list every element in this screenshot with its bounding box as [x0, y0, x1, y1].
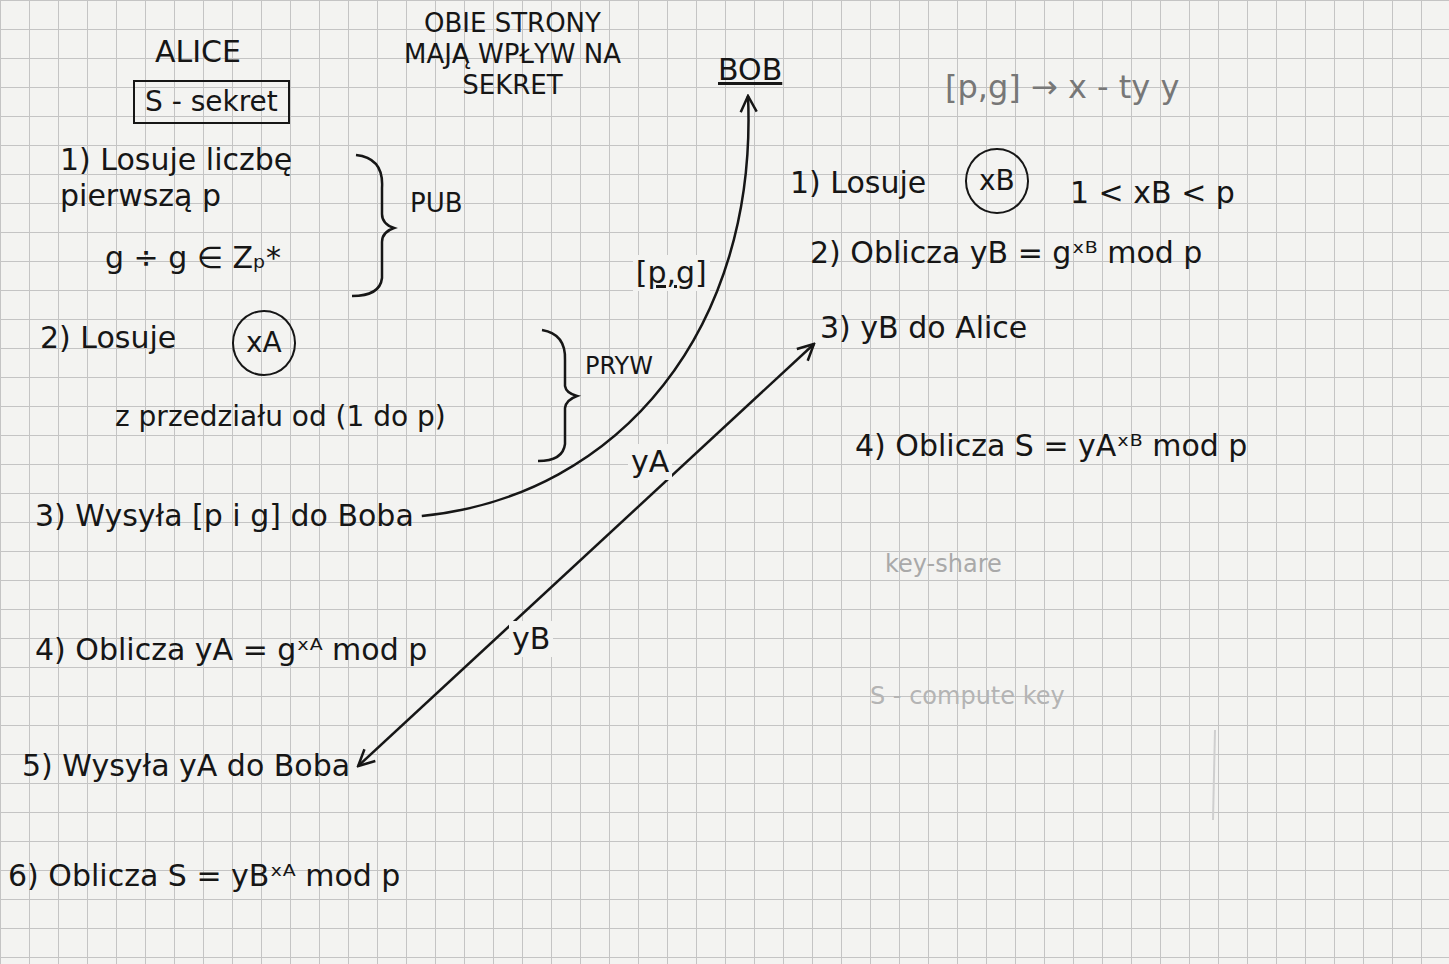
step-text-text: 1) Losuje liczbę pierwszą p — [60, 142, 345, 214]
message-label-text: yB — [512, 621, 550, 657]
message-label-text: yA — [631, 444, 669, 480]
step-text: 2) Losuje — [40, 320, 176, 356]
secret-box: S - sekret — [133, 80, 290, 124]
step-text-text: 1) Losuje — [790, 165, 926, 201]
step-text: 5) Wysyła yA do Boba — [22, 748, 350, 784]
step-text-text: 3) Wysyła [p i g] do Boba — [35, 498, 414, 534]
bracket-label-text: PRYW — [585, 352, 653, 381]
step-text: 4) Oblicza S = yAˣᴮ mod p — [855, 428, 1247, 464]
step-text-text: 4) Oblicza yA = gˣᴬ mod p — [35, 632, 427, 668]
step-text-text: z przedziału od (1 do p) — [115, 400, 446, 434]
step-text-text: 6) Oblicza S = yBˣᴬ mod p — [8, 858, 400, 894]
bracket-label: PUB — [410, 188, 463, 219]
step-text: 6) Oblicza S = yBˣᴬ mod p — [8, 858, 400, 894]
step-text: 1) Losuje liczbę pierwszą p — [60, 142, 345, 214]
step-text: z przedziału od (1 do p) — [115, 400, 446, 434]
message-label-text: [p,g] — [636, 255, 707, 291]
secret-circle: xA — [232, 310, 296, 376]
step-text-text: 2) Oblicza yB = gˣᴮ mod p — [810, 235, 1202, 271]
secret-circle-text: xA — [246, 326, 282, 360]
bracket-label-text: PUB — [410, 188, 463, 219]
faint-note-text: S - compute key — [870, 682, 1065, 711]
actor-heading-text: ALICE — [155, 34, 241, 70]
secret-circle-text: xB — [979, 164, 1015, 198]
heading-note: OBIE STRONY MAJĄ WPŁYW NA SEKRET — [395, 8, 630, 102]
secret-circle: xB — [965, 148, 1029, 214]
step-text-text: 4) Oblicza S = yAˣᴮ mod p — [855, 428, 1247, 464]
step-text: 2) Oblicza yB = gˣᴮ mod p — [810, 235, 1202, 271]
actor-heading: BOB — [718, 52, 782, 88]
side-note-text: [p,g] → x - ty y — [945, 68, 1179, 106]
faint-note: key-share — [885, 550, 1002, 579]
step-text: 3) yB do Alice — [820, 310, 1027, 346]
step-text-text: 2) Losuje — [40, 320, 176, 356]
message-arrow — [422, 96, 749, 516]
step-text-text: 3) yB do Alice — [820, 310, 1027, 346]
step-text-text: 5) Wysyła yA do Boba — [22, 748, 350, 784]
actor-heading-text: BOB — [718, 52, 782, 88]
formula-text: 1 < xB < p — [1070, 175, 1235, 211]
formula: 1 < xB < p — [1070, 175, 1235, 211]
pub-bracket — [352, 155, 394, 296]
formula: g ÷ g ∈ Zₚ* — [105, 240, 281, 276]
formula-text: g ÷ g ∈ Zₚ* — [105, 240, 281, 276]
message-label: yB — [509, 621, 553, 657]
step-text: 1) Losuje — [790, 165, 926, 201]
faint-note: S - compute key — [870, 682, 1065, 711]
faint-note-text: key-share — [885, 550, 1002, 579]
step-text: 4) Oblicza yA = gˣᴬ mod p — [35, 632, 427, 668]
actor-heading: ALICE — [155, 34, 241, 70]
secret-box-text: S - sekret — [145, 85, 278, 119]
message-label: [p,g] — [633, 255, 710, 291]
side-note: [p,g] → x - ty y — [945, 68, 1179, 106]
message-label: yA — [628, 444, 672, 480]
pryw-bracket — [538, 330, 577, 461]
step-text: 3) Wysyła [p i g] do Boba — [35, 498, 414, 534]
bracket-label: PRYW — [585, 352, 653, 381]
heading-note-text: OBIE STRONY MAJĄ WPŁYW NA SEKRET — [395, 8, 630, 102]
faint-mark — [1213, 730, 1215, 820]
